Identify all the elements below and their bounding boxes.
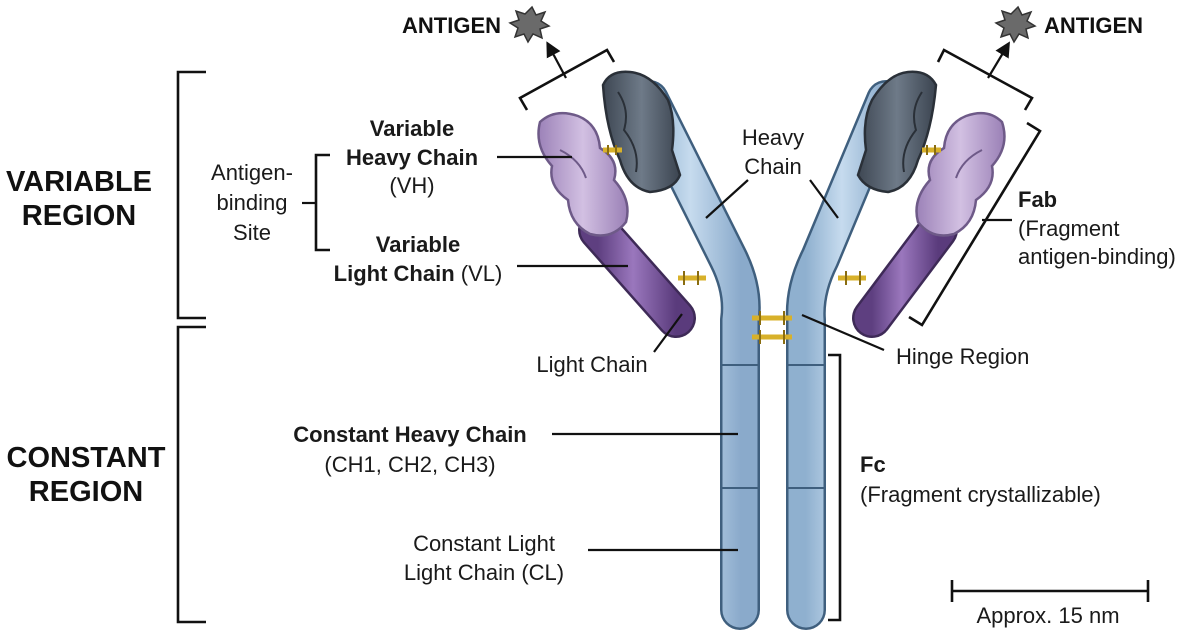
disulfide-bond-right-lower: [838, 271, 866, 285]
antigen-binding-line1: Antigen-: [211, 160, 293, 185]
light-chain-left: [578, 210, 696, 338]
variable-region-line1: VARIABLE: [6, 166, 152, 198]
antigen-binding-bracket: [314, 153, 330, 252]
fab-line3: antigen-binding): [1018, 244, 1176, 269]
heavy-chain-left: [629, 80, 761, 630]
vh-label-line2: Heavy Chain: [346, 145, 478, 170]
disulfide-bond-left-upper: [603, 145, 622, 155]
vl-label-line2-bold: Light Chain: [334, 261, 455, 286]
hinge-region-label: Hinge Region: [896, 344, 1029, 369]
heavy-chain-line2: Chain: [744, 154, 801, 179]
constant-heavy-title: Constant Heavy Chain: [293, 422, 527, 447]
vh-domain-left: [601, 70, 682, 194]
vh-label-line1: Variable: [370, 116, 454, 141]
binding-site-bracket-right: [936, 48, 1034, 111]
constant-region-line2: REGION: [29, 476, 143, 508]
heavy-chain-leader-right: [809, 179, 839, 219]
vl-domain-left: [537, 111, 629, 237]
fc-bracket: [828, 353, 842, 622]
antigen-binding-line3: Site: [233, 220, 271, 245]
antigen-arrow-right: [987, 41, 1010, 79]
constant-light-line2: Light Chain (CL): [404, 560, 564, 585]
fc-line2: (Fragment crystallizable): [860, 482, 1101, 507]
heavy-chain-right: [785, 80, 906, 630]
heavy-chain-line1: Heavy: [742, 125, 804, 150]
scale-bar: [950, 580, 1150, 602]
variable-region-line2: REGION: [22, 200, 136, 232]
variable-region-bracket: [176, 70, 206, 320]
light-chain-right: [852, 210, 958, 338]
constant-region-line1: CONSTANT: [7, 442, 166, 474]
fc-title: Fc: [860, 452, 886, 477]
constant-light-line1: Constant Light: [413, 531, 555, 556]
hinge-disulfide-bonds: [752, 311, 792, 344]
vl-label-line1: Variable: [376, 232, 460, 257]
scale-label: Approx. 15 nm: [976, 603, 1119, 628]
antigen-star-left-icon: [508, 5, 551, 44]
disulfide-bond-left-lower: [678, 271, 706, 285]
vl-label-line2: Light Chain (VL): [334, 261, 503, 286]
vl-domain-right: [915, 111, 1006, 237]
constant-region-bracket: [176, 325, 206, 624]
light-chain-label: Light Chain: [536, 352, 647, 377]
hinge-leader: [801, 313, 885, 352]
light-chain-leader: [653, 313, 683, 353]
vh-label-line3: (VH): [389, 173, 434, 198]
fab-title: Fab: [1018, 187, 1057, 212]
fab-line2: (Fragment: [1018, 216, 1119, 241]
disulfide-bond-right-upper: [922, 145, 941, 155]
constant-heavy-line2: (CH1, CH2, CH3): [324, 452, 495, 477]
antigen-binding-line2: binding: [217, 190, 288, 215]
vl-label-line2-suffix: (VL): [455, 261, 503, 286]
vh-domain-right: [856, 70, 938, 194]
binding-site-bracket-left: [518, 48, 616, 111]
fab-bracket: [908, 121, 1042, 327]
antigen-label-left: ANTIGEN: [402, 13, 501, 38]
antigen-star-right-icon: [994, 5, 1037, 44]
heavy-chain-leader-left: [705, 179, 749, 219]
antigen-label-right: ANTIGEN: [1044, 13, 1143, 38]
